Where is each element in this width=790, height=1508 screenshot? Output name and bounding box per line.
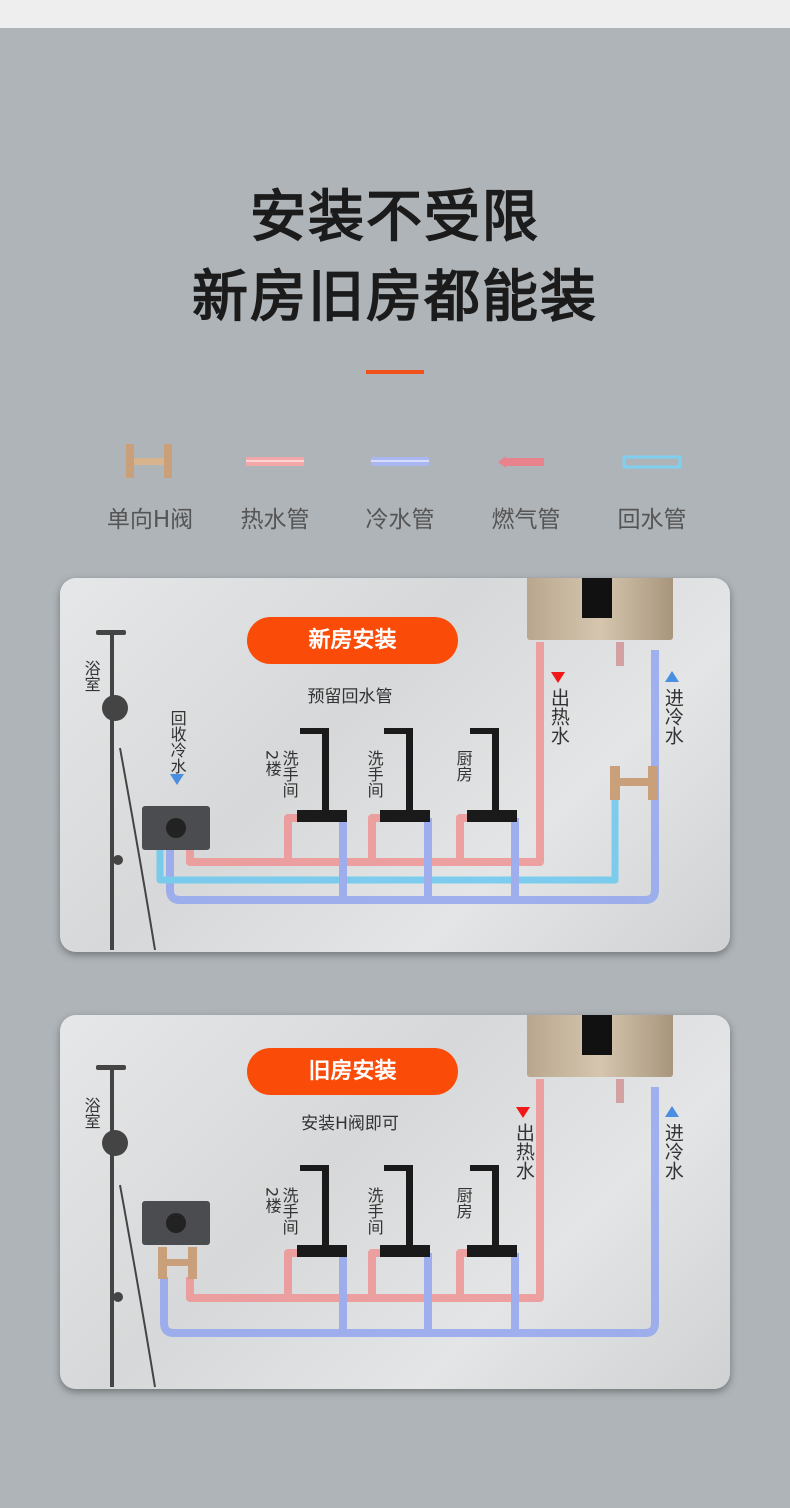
h-valve-icon	[126, 444, 172, 478]
install-badge: 旧房安装	[247, 1048, 458, 1095]
cold-pipe	[160, 1087, 659, 1337]
sink2-label: 洗手间	[364, 750, 384, 798]
cold-pipe-icon	[371, 457, 429, 466]
floor-label: 2楼	[262, 750, 282, 777]
shower	[96, 1065, 156, 1388]
water-heater	[527, 1015, 673, 1077]
cold-pipe	[166, 650, 659, 904]
arrow-down-icon	[170, 774, 184, 785]
h-valve-icon	[610, 766, 658, 800]
subtitle: 安装H阀即可	[301, 1114, 399, 1134]
recover-cold-label: 回收冷水	[167, 710, 187, 774]
cold-in-label: 进冷水	[661, 1123, 684, 1180]
gas-pipe-icon	[498, 456, 544, 468]
hot-pipe-icon	[246, 457, 304, 466]
floor-label: 2楼	[262, 1187, 282, 1214]
pipe-diagram	[96, 1065, 659, 1388]
h-valve-icon	[158, 1247, 197, 1279]
shower	[96, 630, 156, 951]
water-heater	[527, 578, 673, 640]
kitchen-label: 厨房	[453, 750, 473, 782]
bathroom-label: 浴室	[81, 1097, 101, 1129]
sink1-label: 洗手间	[279, 750, 299, 798]
cold-arrow-icon	[665, 1106, 679, 1117]
hot-pipe	[186, 1079, 544, 1302]
subtitle: 预留回水管	[307, 687, 393, 707]
top-bar	[0, 0, 790, 28]
headline-line2: 新房旧房都能装	[192, 265, 598, 330]
kitchen-label: 厨房	[453, 1187, 473, 1219]
sink1-label: 洗手间	[279, 1187, 299, 1235]
faucets	[297, 728, 517, 822]
accent-divider	[366, 370, 424, 374]
cold-arrow-icon	[665, 671, 679, 682]
headline-line1: 安装不受限	[250, 185, 540, 250]
old-house-panel: 旧房安装 安装H阀即可 浴室 2楼 洗手间 洗手间 厨房 出热水 进冷水	[60, 1015, 730, 1389]
hot-out-label: 出热水	[547, 688, 570, 745]
hot-arrow-icon	[551, 672, 565, 683]
new-house-panel: 新房安装 预留回水管 浴室 回收冷水 2楼 洗手间 洗手间 厨房 出热水 进冷水	[60, 578, 730, 952]
faucets	[297, 1165, 517, 1257]
hot-out-label: 出热水	[512, 1123, 535, 1180]
sink2-label: 洗手间	[364, 1187, 384, 1235]
install-badge: 新房安装	[247, 617, 458, 664]
return-pipe	[156, 793, 619, 884]
bathroom-label: 浴室	[81, 660, 101, 692]
cold-in-label: 进冷水	[661, 688, 684, 745]
pipe-diagram	[96, 630, 659, 951]
hot-arrow-icon	[516, 1107, 530, 1118]
return-pipe-icon	[622, 455, 682, 469]
